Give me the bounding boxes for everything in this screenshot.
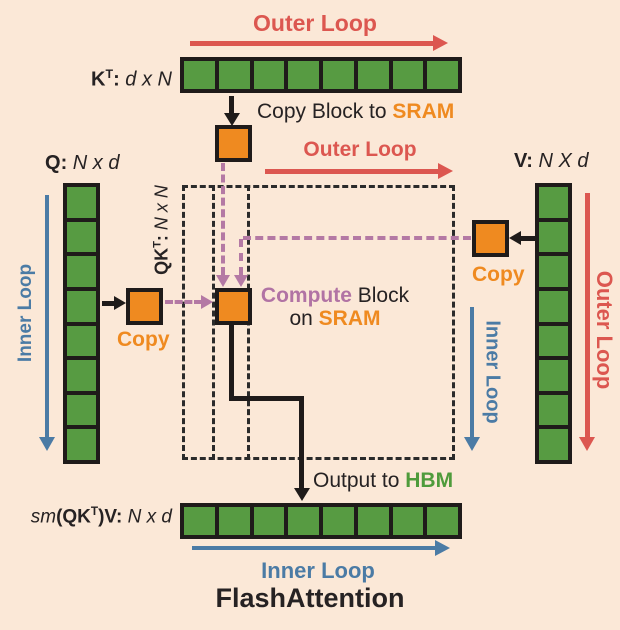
outer-loop-mid-label: Outer Loop — [303, 138, 417, 161]
matrix-cell — [427, 61, 458, 89]
matrix-cell — [323, 61, 354, 89]
matrix-cell — [288, 61, 319, 89]
diagram-title: FlashAttention — [215, 583, 405, 613]
matrix-cell — [323, 507, 354, 535]
matrix-cell — [357, 61, 389, 89]
matrix-cell — [184, 61, 215, 89]
matrix-cell — [67, 360, 96, 391]
output-matrix — [180, 503, 462, 539]
v-to-compute-arrowhead — [234, 275, 248, 287]
copy-k-arrow — [229, 96, 234, 115]
copy-left-label: Copy — [117, 328, 170, 351]
qkt-block-column-left — [212, 185, 215, 460]
copy-right-label: Copy — [472, 263, 525, 286]
q-copy-arrow — [102, 301, 116, 306]
inner-loop-bottom-arrowhead — [435, 540, 450, 556]
matrix-cell — [539, 256, 568, 287]
compute-on-sram-label: Compute Block on SRAM — [256, 284, 414, 330]
matrix-cell — [218, 507, 250, 535]
output-matrix-label: sm(QKT)V: N x d — [30, 505, 172, 528]
kt-matrix — [180, 57, 462, 93]
output-to-hbm-label: Output to HBM — [313, 469, 454, 492]
v-copy-block — [472, 220, 509, 257]
copy-k-arrowhead — [224, 113, 240, 126]
k-copy-block — [215, 125, 252, 162]
v-to-compute-dashed-line-h — [243, 236, 471, 240]
output-arrowhead — [294, 488, 310, 501]
matrix-cell — [67, 221, 96, 253]
matrix-cell — [539, 221, 568, 253]
matrix-cell — [218, 61, 250, 89]
inner-loop-right-label: Inner Loop — [481, 320, 504, 424]
matrix-cell — [539, 187, 568, 218]
matrix-cell — [539, 360, 568, 391]
q-to-compute-arrowhead — [201, 295, 213, 309]
q-label: Q: N x d — [45, 152, 120, 174]
matrix-cell — [253, 507, 285, 535]
k-to-compute-dashed-line — [221, 163, 225, 275]
qkt-dashed-region — [182, 185, 455, 460]
matrix-cell — [67, 256, 96, 287]
outer-loop-right-arrowhead — [579, 437, 595, 451]
compute-block-line: Compute Block — [260, 284, 410, 307]
matrix-cell — [427, 507, 458, 535]
v-matrix — [535, 183, 572, 464]
matrix-cell — [539, 429, 568, 460]
matrix-cell — [67, 187, 96, 218]
q-copy-block — [126, 288, 163, 325]
q-copy-arrowhead — [114, 296, 126, 310]
k-to-compute-arrowhead — [216, 275, 230, 287]
outer-loop-right-label: Outer Loop — [592, 270, 617, 390]
inner-loop-bottom-label: Inner Loop — [261, 558, 375, 583]
outer-loop-top-arrowhead — [433, 35, 448, 51]
v-to-compute-dashed-line-v — [239, 239, 243, 275]
inner-loop-right-arrowhead — [464, 437, 480, 451]
inner-loop-left-arrow — [45, 195, 49, 438]
outer-loop-right-arrow — [585, 193, 590, 438]
outer-loop-top-label: Outer Loop — [253, 10, 377, 36]
matrix-cell — [253, 61, 285, 89]
inner-loop-left-label: Inner Loop — [15, 263, 36, 363]
kt-label: KT: d x N — [91, 67, 172, 91]
matrix-cell — [392, 61, 424, 89]
outer-loop-mid-arrow — [265, 169, 439, 174]
v-copy-arrow — [521, 236, 535, 241]
inner-loop-left-arrowhead — [39, 437, 55, 451]
inner-loop-right-arrow — [470, 307, 474, 438]
matrix-cell — [392, 507, 424, 535]
matrix-cell — [539, 394, 568, 426]
q-to-compute-dashed-line — [165, 300, 202, 304]
matrix-cell — [539, 325, 568, 357]
matrix-cell — [67, 394, 96, 426]
copy-block-to-sram-label: Copy Block to SRAM — [257, 100, 455, 123]
on-sram-line: on SRAM — [289, 307, 381, 330]
outer-loop-top-arrow — [190, 41, 434, 46]
matrix-cell — [288, 507, 319, 535]
output-path-segment-2 — [229, 396, 304, 401]
matrix-cell — [539, 290, 568, 322]
matrix-cell — [357, 507, 389, 535]
output-path-segment-1 — [229, 325, 234, 401]
inner-loop-bottom-arrow — [192, 546, 436, 550]
matrix-cell — [184, 507, 215, 535]
q-matrix — [63, 183, 100, 464]
compute-block — [215, 288, 252, 325]
v-label: V: N X d — [514, 150, 589, 172]
output-path-segment-3 — [299, 396, 304, 489]
matrix-cell — [67, 429, 96, 460]
matrix-cell — [67, 290, 96, 322]
outer-loop-mid-arrowhead — [438, 163, 453, 179]
matrix-cell — [67, 325, 96, 357]
v-copy-arrowhead — [509, 231, 521, 245]
